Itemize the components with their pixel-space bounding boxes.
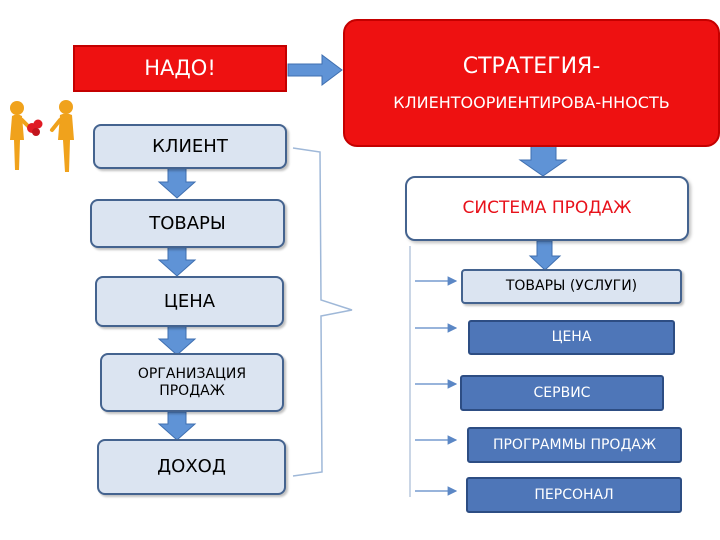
system-item-personnel: ПЕРСОНАЛ — [466, 477, 682, 513]
nado-label: НАДО! — [144, 55, 216, 80]
strategy-subtitle: КЛИЕНТООРИЕНТИРОВА-ННОСТЬ — [393, 92, 670, 112]
arrow-down-1 — [157, 167, 197, 199]
figure-with-gift-icon — [10, 101, 43, 170]
nado-box: НАДО! — [73, 45, 287, 92]
arrow-down-3 — [157, 325, 197, 356]
system-item-service-label: СЕРВИС — [533, 384, 591, 401]
figure-receiving-icon — [50, 100, 74, 172]
chain-bracket — [292, 147, 353, 477]
chain-goods-label: ТОВАРЫ — [149, 212, 226, 234]
system-item-personnel-label: ПЕРСОНАЛ — [534, 486, 614, 503]
strategy-title: СТРАТЕГИЯ- — [462, 54, 601, 80]
chain-sales-organization-label: ОРГАНИЗАЦИЯ ПРОДАЖ — [137, 365, 247, 399]
chain-client: КЛИЕНТ — [93, 124, 287, 169]
chain-income: ДОХОД — [97, 439, 286, 495]
arrow-down-strategy — [518, 145, 568, 177]
system-item-service: СЕРВИС — [460, 375, 664, 411]
chain-price-label: ЦЕНА — [163, 290, 216, 312]
arrow-down-system — [528, 240, 562, 271]
arrow-down-4 — [157, 411, 197, 441]
system-item-price-label: ЦЕНА — [551, 329, 592, 346]
sales-system-box: СИСТЕМА ПРОДАЖ — [405, 176, 689, 241]
people-illustration — [10, 100, 74, 172]
arrow-down-2 — [157, 246, 197, 277]
arrow-to-strategy — [287, 54, 343, 86]
system-item-goods: ТОВАРЫ (УСЛУГИ) — [461, 269, 682, 304]
strategy-box: СТРАТЕГИЯ- КЛИЕНТООРИЕНТИРОВА-ННОСТЬ — [343, 19, 720, 147]
system-item-price: ЦЕНА — [468, 320, 675, 355]
sales-system-title: СИСТЕМА ПРОДАЖ — [462, 198, 632, 219]
chain-client-label: КЛИЕНТ — [152, 135, 228, 157]
chain-goods: ТОВАРЫ — [90, 199, 285, 248]
system-item-sales-programs-label: ПРОГРАММЫ ПРОДАЖ — [492, 436, 657, 453]
system-item-goods-label: ТОВАРЫ (УСЛУГИ) — [505, 278, 638, 295]
system-item-sales-programs: ПРОГРАММЫ ПРОДАЖ — [467, 427, 682, 463]
chain-sales-organization: ОРГАНИЗАЦИЯ ПРОДАЖ — [100, 353, 284, 412]
chain-price: ЦЕНА — [95, 276, 284, 327]
chain-income-label: ДОХОД — [157, 456, 226, 478]
